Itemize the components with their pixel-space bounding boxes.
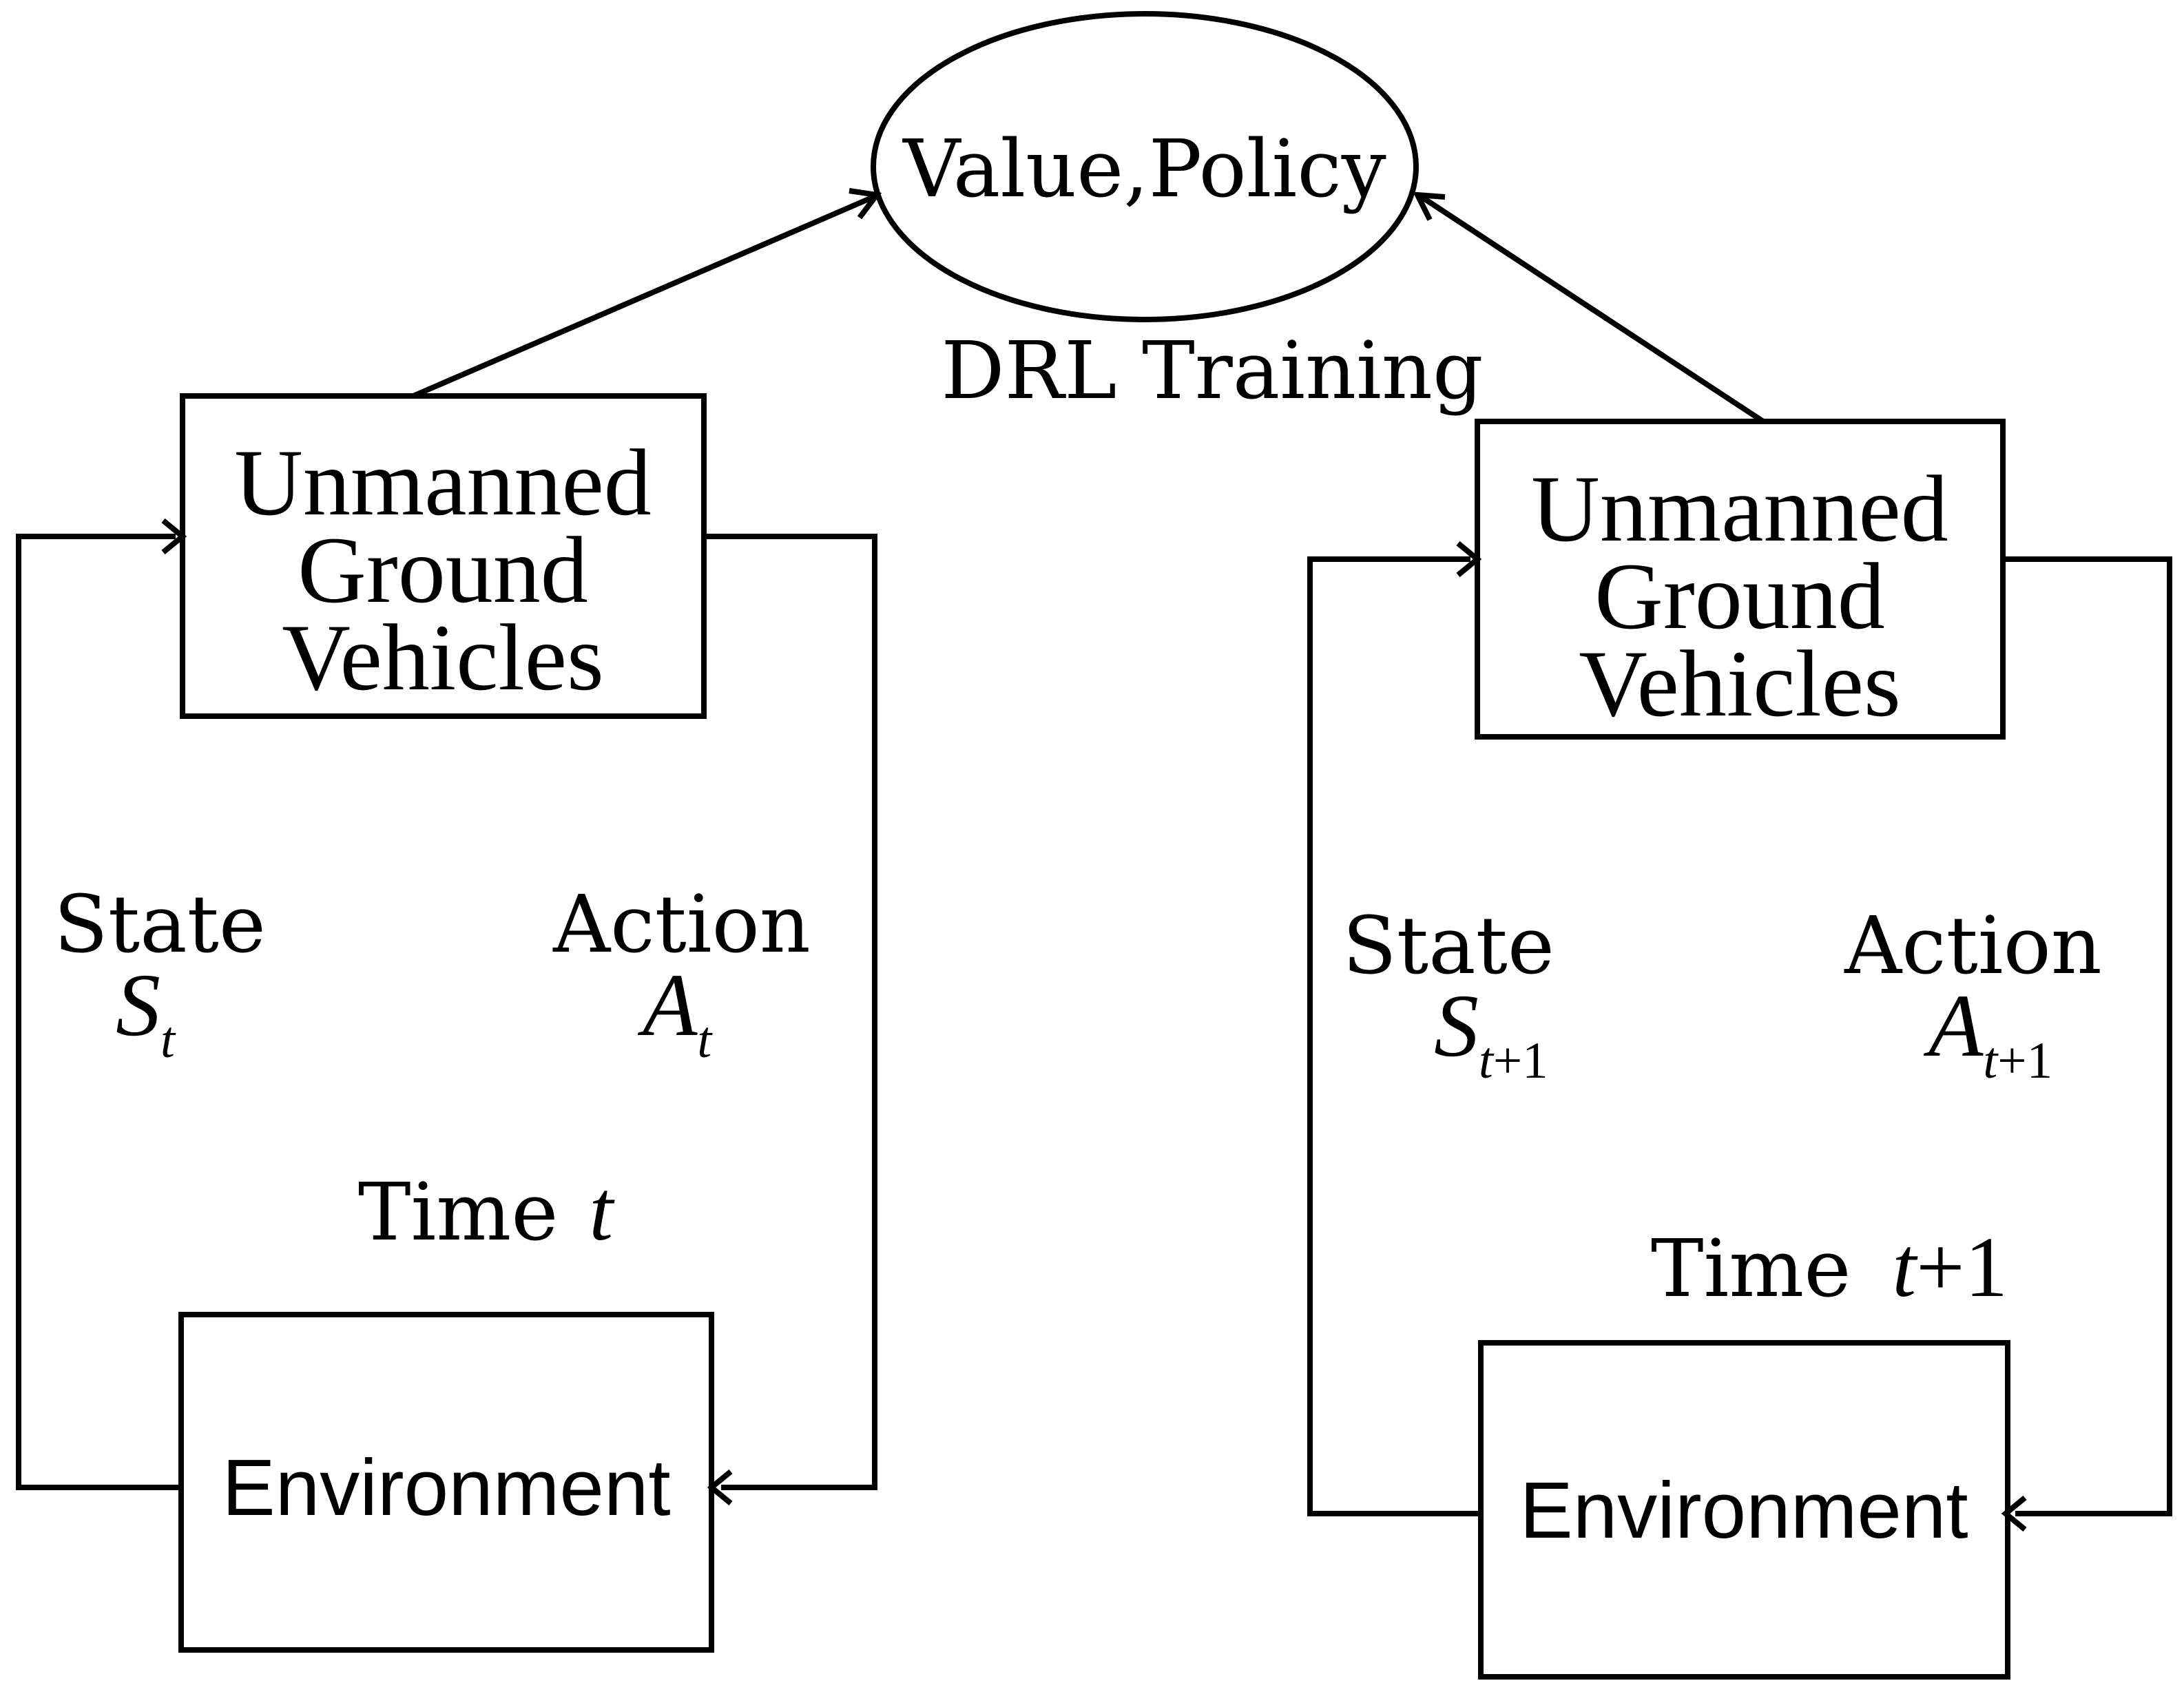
left-state-label: State xyxy=(54,879,266,971)
right-agent-box xyxy=(1475,419,2006,740)
left-training-arrowhead xyxy=(849,188,882,220)
right-agent-line-3: Vehicles xyxy=(1579,631,1901,736)
right-state-connector xyxy=(1307,556,1481,1516)
right-environment-label: Environment xyxy=(1519,1465,1968,1555)
left-state-symbol: St xyxy=(116,956,176,1069)
left-action-arrowhead xyxy=(707,1469,733,1506)
right-action-label: Action xyxy=(1844,900,2102,992)
left-action-label: Action xyxy=(552,879,811,971)
left-agent-box xyxy=(180,393,707,719)
right-state-arrowhead xyxy=(1456,541,1482,578)
left-agent-line-2: Ground xyxy=(298,517,588,623)
left-training-connector xyxy=(412,195,873,399)
right-state-symbol: St+1 xyxy=(1434,976,1548,1089)
left-environment-box xyxy=(178,1312,714,1653)
right-training-arrowhead xyxy=(1413,191,1446,221)
left-action-connector xyxy=(704,534,877,1490)
value-policy-ellipse xyxy=(871,11,1419,322)
right-action-symbol: At+1 xyxy=(1923,976,2052,1089)
drl-training-caption: DRL Training xyxy=(941,325,1483,417)
right-training-connector xyxy=(1419,194,1765,424)
right-action-arrowhead xyxy=(2001,1495,2027,1532)
left-agent-line-1: Unmanned xyxy=(234,430,652,535)
right-action-connector xyxy=(2003,556,2172,1516)
left-agent-line-3: Vehicles xyxy=(282,605,604,710)
value-policy-label: Value,Policy xyxy=(902,123,1386,216)
left-environment-label: Environment xyxy=(222,1443,670,1532)
right-agent-line-1: Unmanned xyxy=(1531,456,1948,561)
left-action-symbol: At xyxy=(637,956,713,1069)
right-agent-line-2: Ground xyxy=(1594,543,1885,649)
left-state-connector xyxy=(16,534,181,1490)
right-state-label: State xyxy=(1342,900,1554,992)
left-state-arrowhead xyxy=(161,518,187,555)
